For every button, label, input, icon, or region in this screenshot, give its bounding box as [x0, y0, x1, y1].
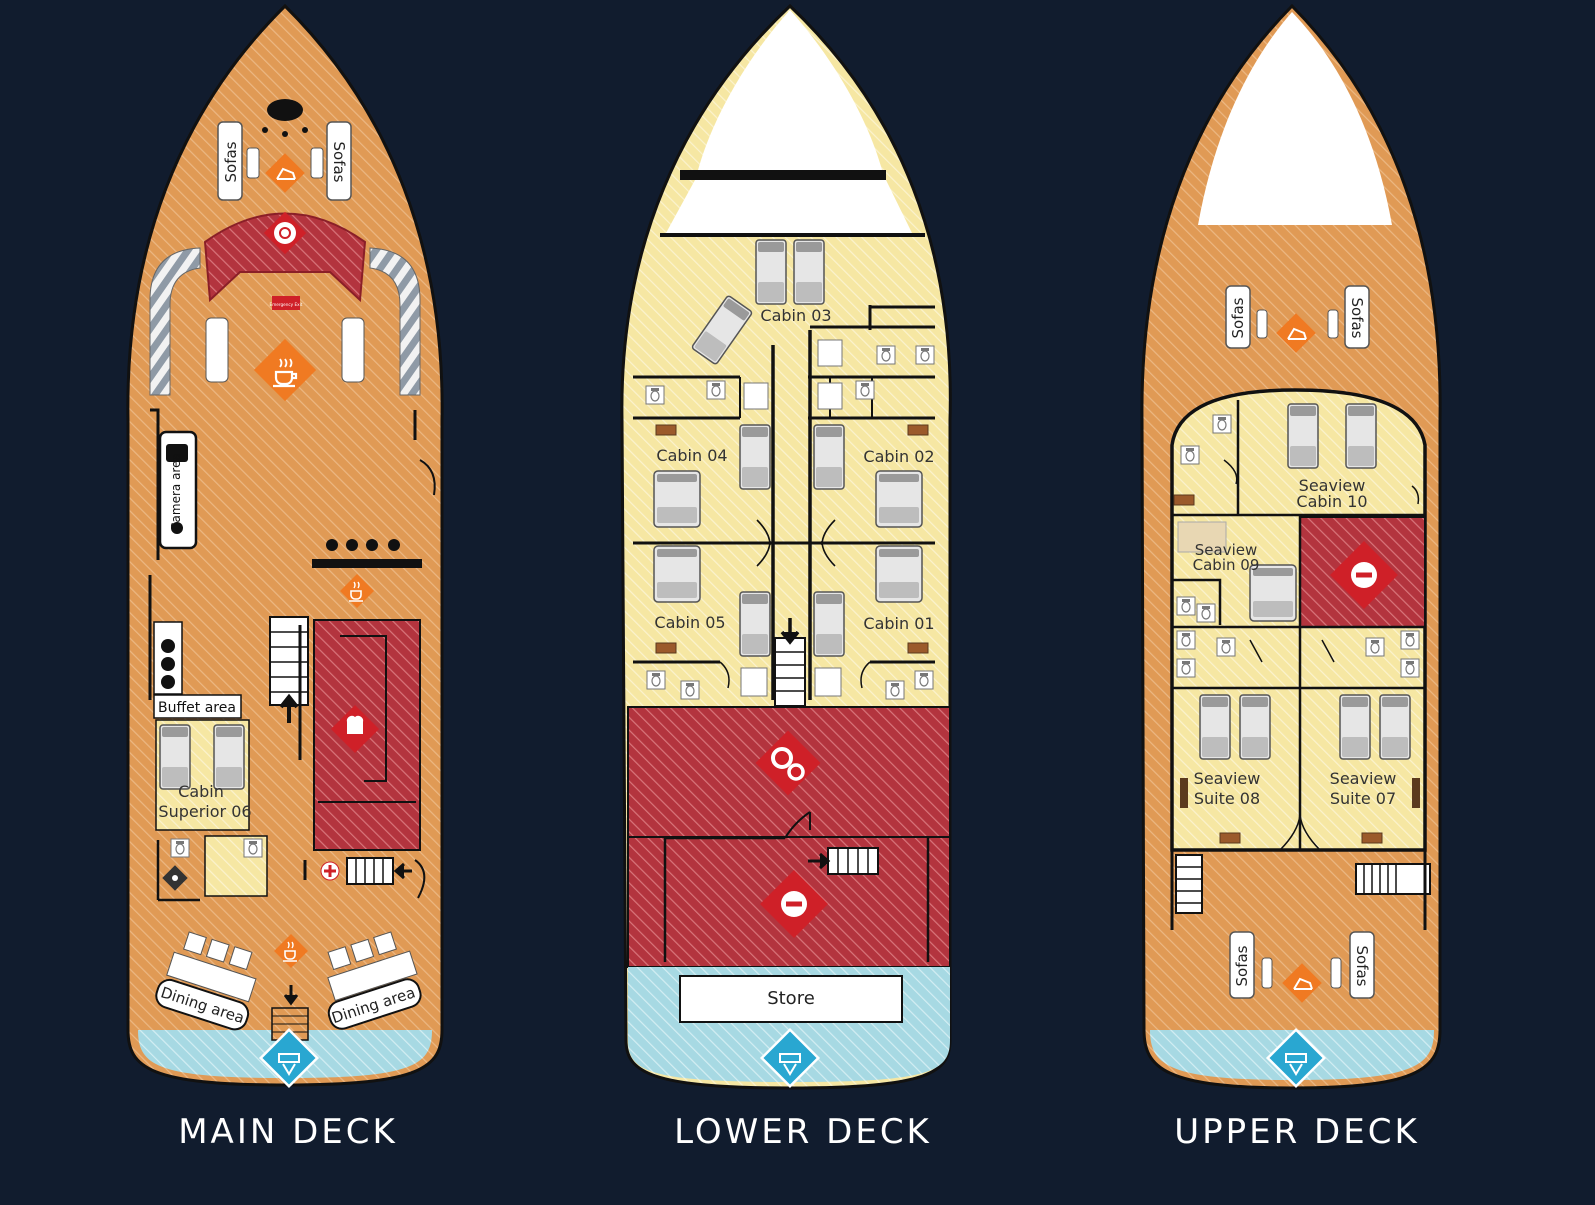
upper-deck-plan: Sofas Sofas Seaview Cabin 10 Seaview Cab…: [1140, 3, 1442, 1090]
cabin-04-label: Cabin 04: [656, 446, 727, 465]
sofa-label: Sofas: [222, 141, 240, 182]
camera-icon: [166, 444, 188, 534]
cabin-01-label: Cabin 01: [863, 614, 934, 633]
store-label: Store: [767, 988, 815, 1009]
sofa-label: Sofas: [1348, 298, 1366, 339]
seaview-cabin-10-label: Seaview: [1299, 476, 1366, 495]
cabin-05-label: Cabin 05: [654, 613, 725, 632]
sofa-label: Sofas: [1353, 946, 1371, 987]
cabin-03-label: Cabin 03: [760, 306, 831, 325]
camera-area-label: Camera area: [169, 453, 183, 531]
helm-icon: [263, 211, 307, 255]
main-deck-plan: Sofas Sofas Emergency Exit Camera area B…: [126, 3, 444, 1088]
seaview-cabin-10-label: Cabin 10: [1296, 492, 1367, 511]
sofa-label: Sofas: [1229, 297, 1247, 338]
toilet-icon: [170, 838, 190, 858]
cabin-02-label: Cabin 02: [863, 447, 934, 466]
chef-hat-icon: [330, 704, 380, 754]
seaview-suite-07-label: Suite 07: [1330, 789, 1396, 808]
lower-deck-plan: Cabin 03 Cabin 04 Cabin 02 Cabin 05 Cabi…: [620, 3, 952, 1090]
upper-deck-title: UPPER DECK: [1174, 1112, 1420, 1152]
cabin-superior-06-label: Superior 06: [158, 802, 251, 821]
cabin-superior-06-label: Cabin: [178, 782, 224, 801]
gears-icon: [755, 730, 821, 796]
seaview-suite-07-label: Seaview: [1330, 769, 1397, 788]
lower-deck-title: LOWER DECK: [674, 1112, 932, 1152]
emergency-exit-label: Emergency Exit: [270, 302, 303, 307]
sofa-label: Sofas: [1233, 945, 1251, 986]
seaview-suite-08-label: Seaview: [1194, 769, 1261, 788]
seaview-cabin-09-label: Cabin 09: [1193, 556, 1260, 574]
sofa-label: Sofas: [330, 142, 348, 183]
toilet-icon: [162, 865, 188, 891]
seaview-suite-08-label: Suite 08: [1194, 789, 1260, 808]
buffet-area-label: Buffet area: [158, 700, 236, 716]
seaview-cabin-09-label: Seaview: [1195, 541, 1257, 559]
main-deck-title: MAIN DECK: [178, 1112, 398, 1152]
first-aid-icon: [320, 861, 340, 881]
